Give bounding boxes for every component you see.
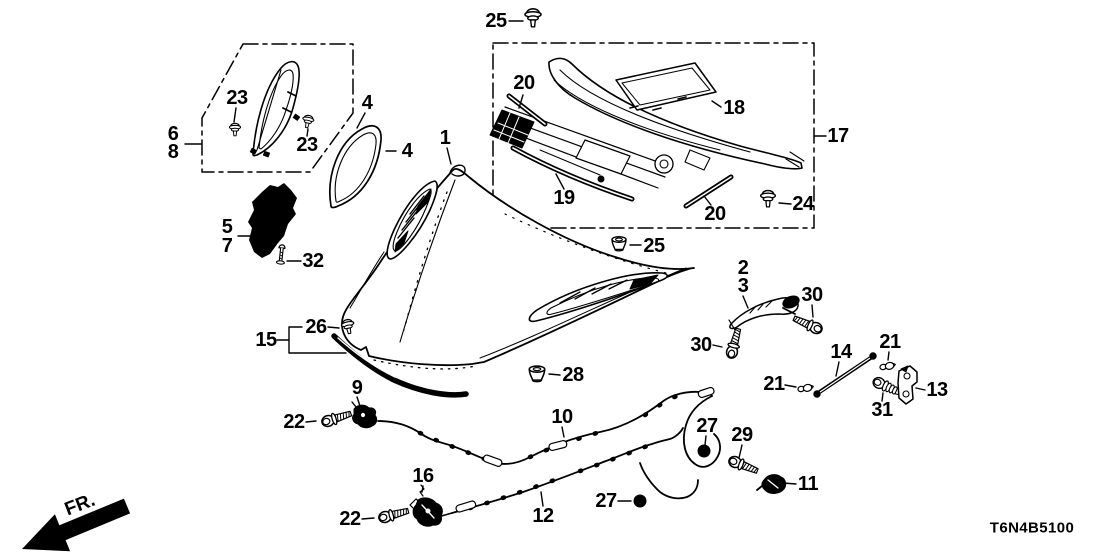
hood-stay-group [796, 352, 918, 405]
part-label: 4 [361, 92, 373, 114]
part-label: 14 [830, 341, 852, 363]
part-code: T6N4B5100 [989, 519, 1075, 537]
part-label: 20 [513, 72, 535, 94]
latch-cable-group [319, 365, 787, 527]
part-label: 5 [221, 216, 233, 238]
part-label: 9 [351, 377, 363, 399]
grommet-27-a [697, 444, 711, 458]
part-label: 11 [797, 473, 819, 495]
part-label: 4 [401, 140, 413, 162]
part-label: 16 [412, 465, 434, 487]
clip-25-top [524, 8, 542, 28]
fr-direction-arrow [22, 498, 131, 552]
insulator-panel-box [201, 43, 354, 173]
part-label: 23 [296, 134, 318, 156]
part-label: 22 [283, 411, 305, 433]
part-label: 32 [302, 250, 324, 272]
part-label: 17 [827, 125, 849, 147]
part-label: 10 [551, 406, 573, 428]
grommet-25 [611, 235, 627, 252]
part-label: 13 [926, 379, 948, 401]
grommet-28 [528, 365, 546, 383]
part-label: 23 [226, 87, 248, 109]
part-label: 18 [723, 97, 745, 119]
hood-insulator-blob [248, 183, 297, 265]
clip-24 [759, 189, 777, 208]
part-label: 6 [167, 123, 179, 145]
part-label: 3 [737, 275, 749, 297]
part-label: 31 [871, 399, 893, 421]
leader-lines [184, 20, 926, 520]
part-label: 24 [792, 193, 814, 215]
part-label: 28 [562, 364, 584, 386]
part-label: 21 [879, 331, 901, 353]
cowl-top-box [489, 42, 815, 229]
bolt-22-bottom [376, 504, 411, 525]
part-label: 22 [339, 508, 361, 530]
bolt-30-right [790, 312, 825, 337]
part-label: 25 [485, 10, 507, 32]
clip-21-left [796, 382, 815, 395]
bolt-22-top [319, 407, 354, 430]
part-label: 25 [643, 235, 665, 257]
part-label: 21 [763, 373, 785, 395]
part-label: 1 [439, 127, 451, 149]
part-label: 30 [690, 334, 712, 356]
part-label: 2 [737, 257, 749, 279]
hood-seal-ring [329, 125, 382, 209]
part-label: 27 [595, 490, 617, 512]
clip-21-right [878, 360, 897, 373]
front-seal [331, 317, 469, 398]
screw-32 [275, 244, 286, 265]
bolt-29 [726, 453, 761, 478]
part-label: 20 [704, 203, 726, 225]
part-label: 29 [731, 424, 753, 446]
hood-hinge [724, 295, 825, 361]
bolt-30-left [724, 326, 745, 361]
part-label: 27 [696, 415, 718, 437]
part-label: 26 [305, 316, 327, 338]
hood-panel [341, 164, 695, 370]
part-label: 19 [553, 187, 575, 209]
stay-bracket-13 [897, 365, 918, 405]
part-label: 8 [167, 141, 179, 163]
part-label: 30 [801, 284, 823, 306]
part-label: 7 [221, 235, 233, 257]
part-label: 15 [255, 329, 277, 351]
bolt-31 [872, 376, 903, 396]
part-label: 12 [532, 505, 554, 527]
grommet-27-b [633, 494, 647, 508]
